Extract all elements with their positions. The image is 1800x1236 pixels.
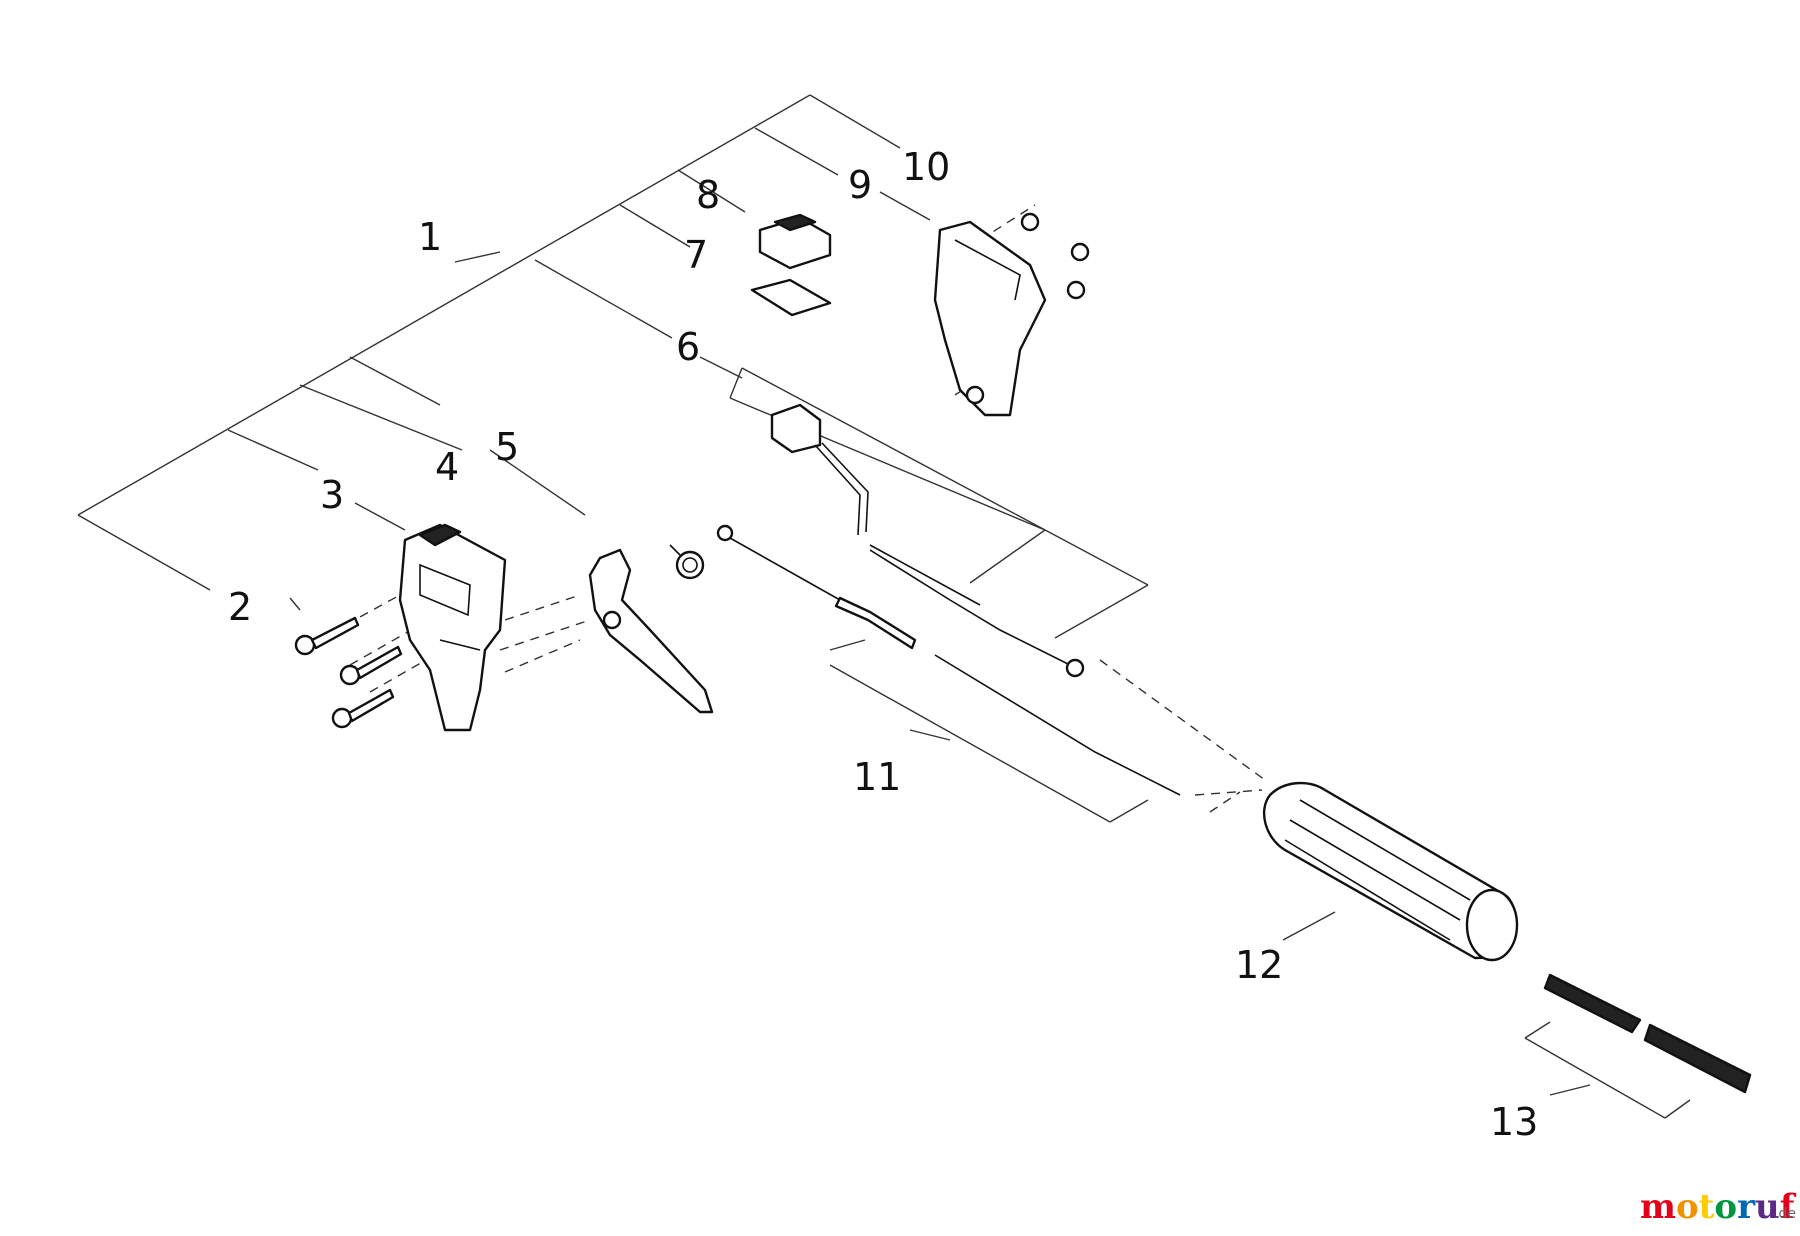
part-switch-pad (758, 213, 832, 270)
part-grip (1262, 781, 1519, 962)
callout-7: 7 (684, 233, 708, 277)
part-nuts (1020, 212, 1090, 300)
leader-lines (77, 94, 1691, 1119)
callout-labels: 1 2 3 4 5 6 7 8 9 10 11 12 13 (228, 145, 1538, 1144)
callout-5: 5 (495, 425, 519, 469)
part-coil-springs (1543, 973, 1752, 1094)
part-switch-wiring (770, 403, 1085, 678)
callout-9: 9 (848, 163, 872, 207)
svg-text:.de: .de (1774, 1206, 1796, 1222)
callout-6: 6 (676, 325, 700, 369)
part-screws (294, 616, 403, 729)
watermark-logo: motoruf .de (1640, 1187, 1797, 1227)
part-throttle-cable (716, 524, 1181, 796)
callout-4: 4 (435, 445, 459, 489)
svg-text:motoruf: motoruf (1640, 1187, 1797, 1227)
part-housing-left (398, 523, 507, 732)
part-trigger-lever (588, 548, 714, 714)
callout-3: 3 (320, 473, 344, 517)
callout-2: 2 (228, 585, 252, 629)
callout-10: 10 (902, 145, 950, 189)
callout-8: 8 (696, 173, 720, 217)
callout-12: 12 (1235, 943, 1283, 987)
part-plate (750, 278, 832, 317)
part-housing-right (933, 220, 1047, 417)
callout-1: 1 (418, 215, 442, 259)
part-spring (669, 544, 705, 580)
callout-11: 11 (853, 755, 901, 799)
callout-13: 13 (1490, 1100, 1538, 1144)
